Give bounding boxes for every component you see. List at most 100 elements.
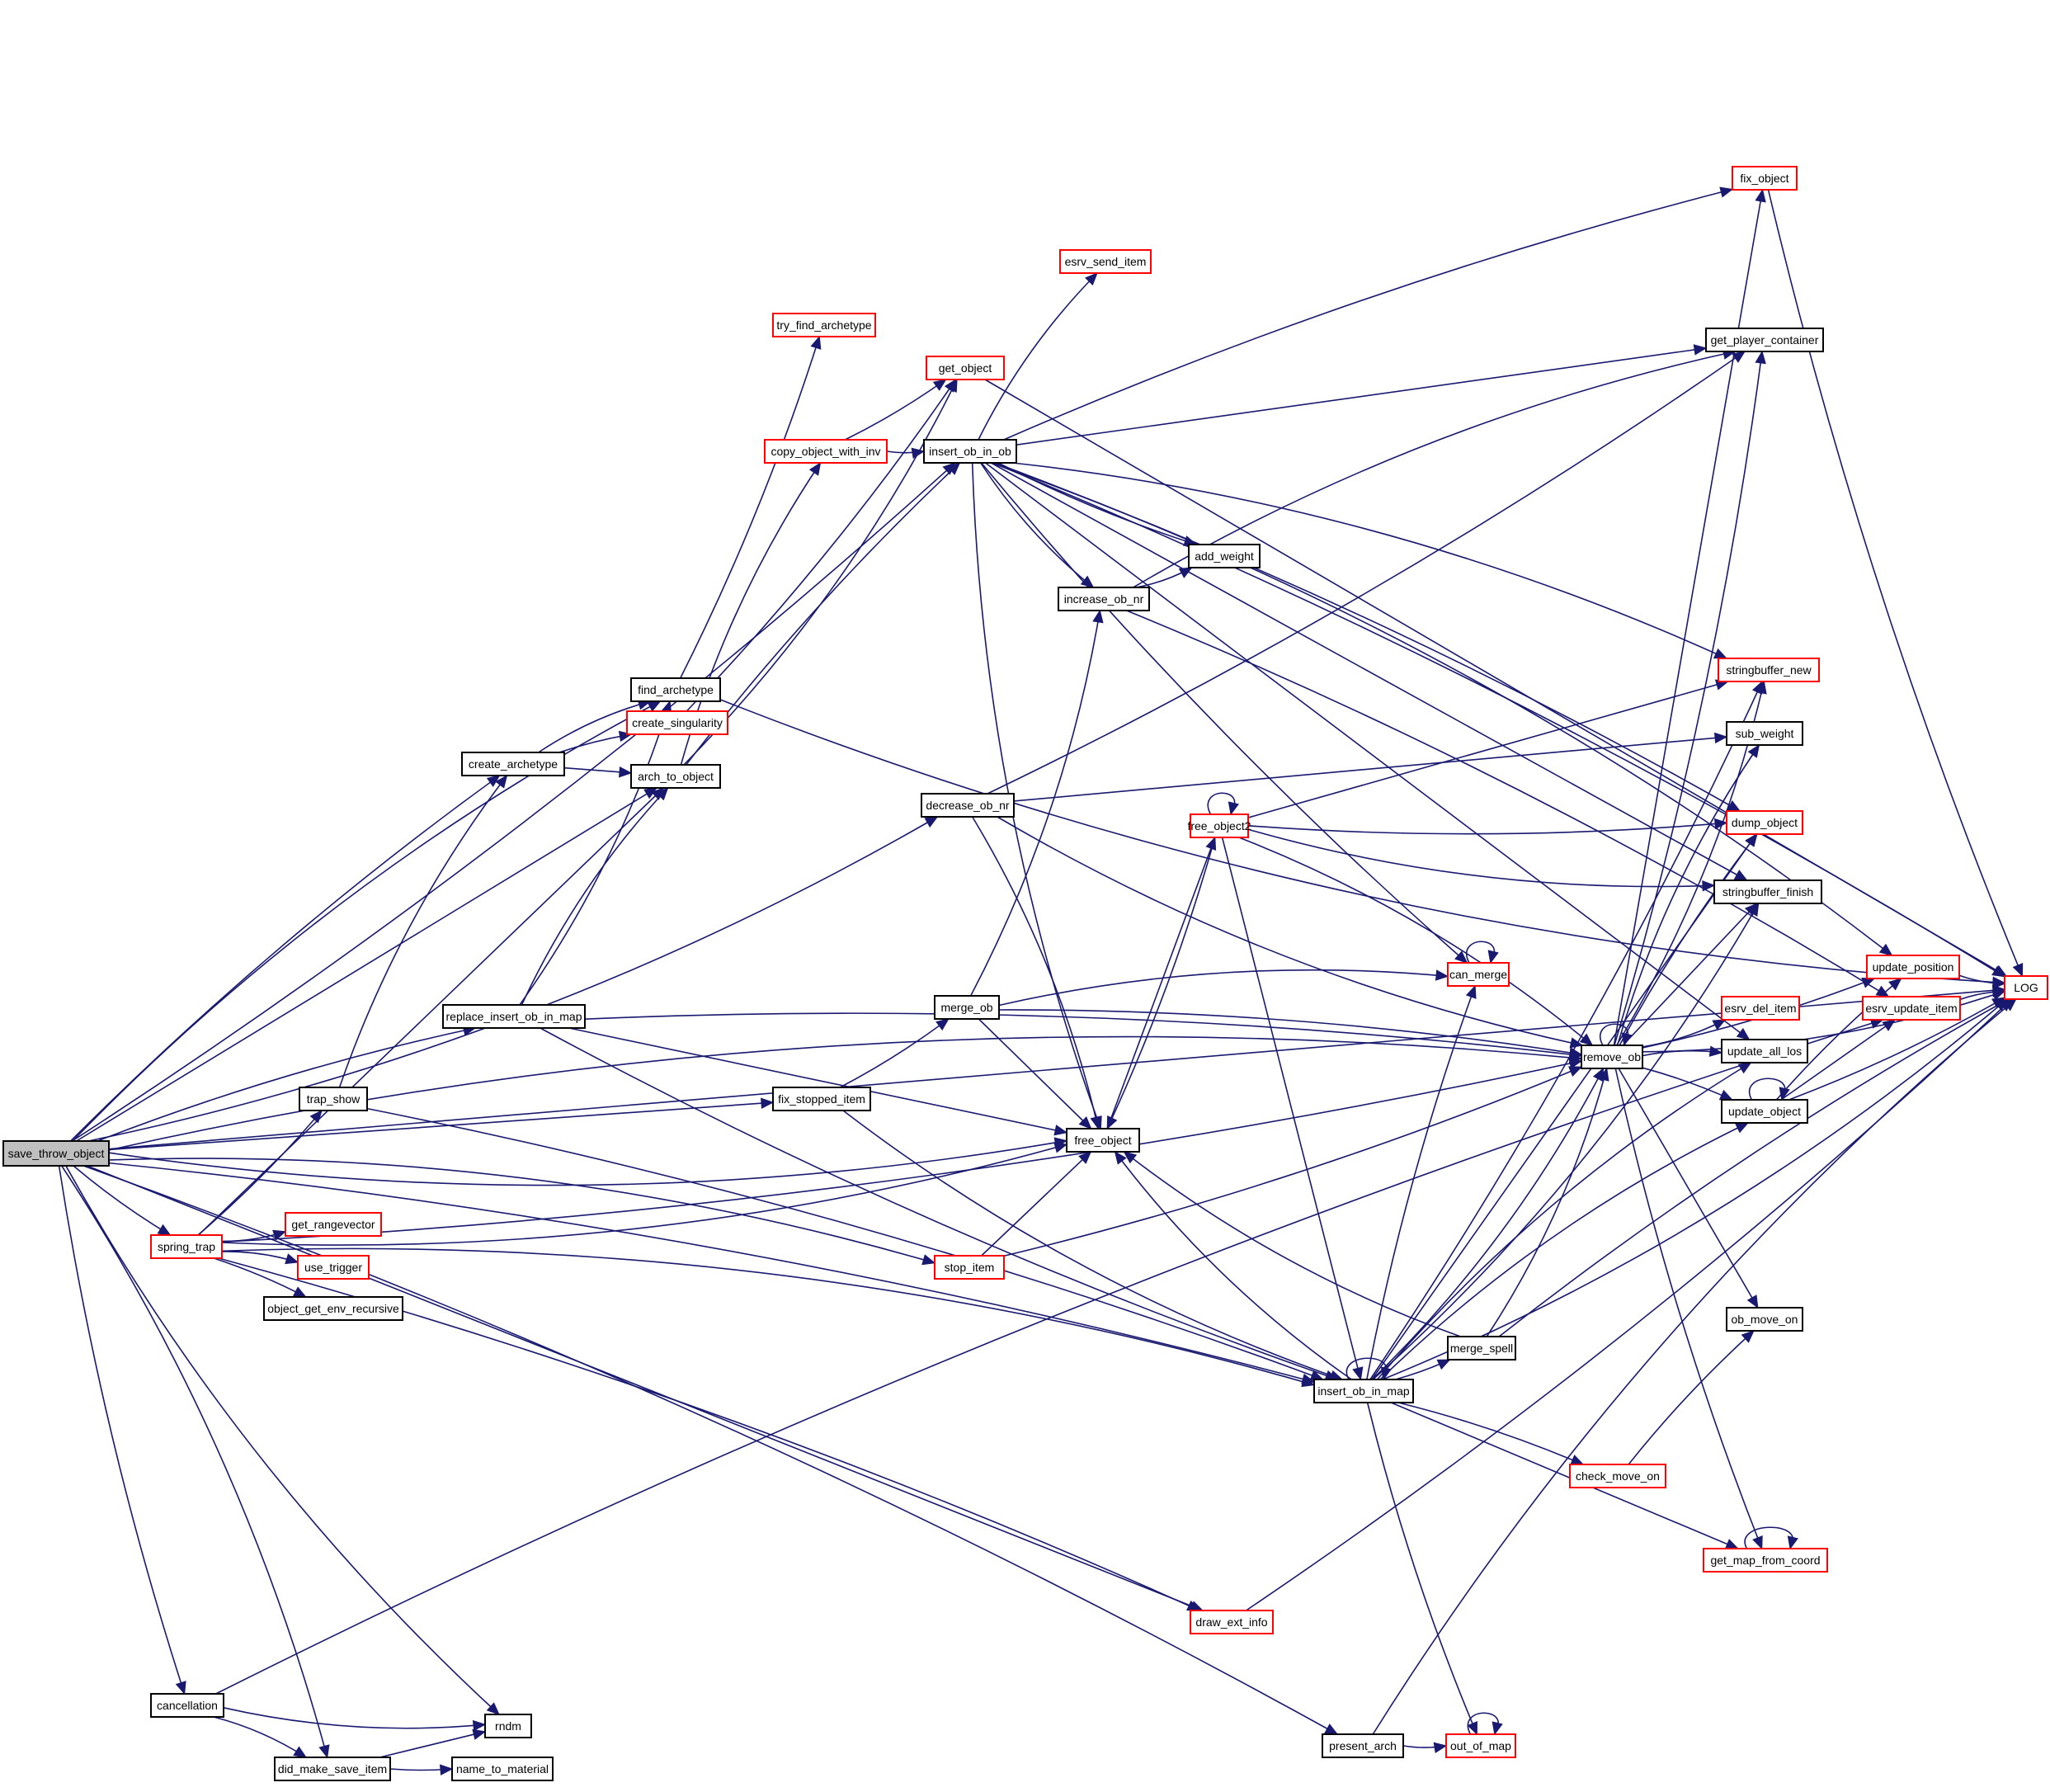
node-box[interactable]: [1866, 955, 1960, 979]
node-box[interactable]: [1066, 1128, 1140, 1153]
node-box[interactable]: [263, 1296, 403, 1321]
node-box[interactable]: [1190, 813, 1249, 838]
node-fix_stopped_item[interactable]: fix_stopped_item: [772, 1087, 871, 1111]
node-free_object2[interactable]: free_object2: [1187, 813, 1251, 838]
node-remove_ob[interactable]: remove_ob: [1581, 1045, 1643, 1069]
node-save_throw_object[interactable]: save_throw_object: [2, 1140, 110, 1167]
node-box[interactable]: [1713, 879, 1822, 904]
node-box[interactable]: [442, 1004, 586, 1029]
node-box[interactable]: [150, 1234, 223, 1259]
node-update_position[interactable]: update_position: [1866, 955, 1960, 979]
node-sub_weight[interactable]: sub_weight: [1726, 721, 1803, 746]
node-box[interactable]: [484, 1714, 532, 1738]
node-box[interactable]: [1188, 544, 1261, 568]
node-trap_show[interactable]: trap_show: [299, 1087, 368, 1111]
node-esrv_send_item[interactable]: esrv_send_item: [1059, 249, 1152, 274]
node-object_get_env_recursive[interactable]: object_get_env_recursive: [263, 1296, 403, 1321]
node-box[interactable]: [772, 313, 876, 337]
node-use_trigger[interactable]: use_trigger: [297, 1255, 370, 1280]
node-spring_trap[interactable]: spring_trap: [150, 1234, 223, 1259]
node-arch_to_object[interactable]: arch_to_object: [630, 764, 721, 789]
node-box[interactable]: [1190, 1610, 1274, 1634]
node-box[interactable]: [451, 1757, 554, 1781]
node-merge_ob[interactable]: merge_ob: [934, 995, 1000, 1020]
node-box[interactable]: [2004, 975, 2048, 1000]
node-box[interactable]: [1322, 1733, 1404, 1758]
node-box[interactable]: [630, 764, 721, 789]
node-decrease_ob_nr[interactable]: decrease_ob_nr: [921, 793, 1015, 818]
node-box[interactable]: [923, 439, 1017, 464]
node-draw_ext_info[interactable]: draw_ext_info: [1190, 1610, 1274, 1634]
node-esrv_del_item[interactable]: esrv_del_item: [1721, 996, 1800, 1021]
node-box[interactable]: [461, 752, 565, 776]
node-box[interactable]: [285, 1212, 382, 1237]
node-box[interactable]: [2, 1140, 110, 1167]
node-box[interactable]: [297, 1255, 370, 1280]
node-box[interactable]: [1721, 996, 1800, 1021]
node-update_object[interactable]: update_object: [1721, 1099, 1808, 1124]
node-stringbuffer_finish[interactable]: stringbuffer_finish: [1713, 879, 1822, 904]
node-box[interactable]: [1721, 1099, 1808, 1124]
node-free_object[interactable]: free_object: [1066, 1128, 1140, 1153]
node-cancellation[interactable]: cancellation: [150, 1693, 224, 1718]
node-box[interactable]: [1059, 249, 1152, 274]
node-box[interactable]: [1718, 658, 1820, 682]
node-merge_spell[interactable]: merge_spell: [1447, 1336, 1516, 1361]
node-LOG[interactable]: LOG: [2004, 975, 2048, 1000]
node-try_find_archetype[interactable]: try_find_archetype: [772, 313, 876, 337]
node-check_move_on[interactable]: check_move_on: [1569, 1464, 1666, 1488]
node-box[interactable]: [934, 1255, 1005, 1280]
node-box[interactable]: [1581, 1045, 1643, 1069]
node-box[interactable]: [1721, 1039, 1808, 1063]
node-name_to_material[interactable]: name_to_material: [451, 1757, 554, 1781]
node-ob_move_on[interactable]: ob_move_on: [1726, 1307, 1803, 1332]
node-box[interactable]: [626, 710, 728, 735]
node-box[interactable]: [1058, 587, 1150, 611]
node-create_archetype[interactable]: create_archetype: [461, 752, 565, 776]
node-box[interactable]: [1445, 1733, 1516, 1758]
node-box[interactable]: [1732, 166, 1798, 191]
node-out_of_map[interactable]: out_of_map: [1445, 1733, 1516, 1758]
node-insert_ob_in_map[interactable]: insert_ob_in_map: [1313, 1379, 1414, 1403]
node-box[interactable]: [1703, 1548, 1828, 1573]
node-box[interactable]: [1705, 328, 1824, 352]
node-box[interactable]: [1726, 810, 1803, 835]
node-create_singularity[interactable]: create_singularity: [626, 710, 728, 735]
node-box[interactable]: [1447, 1336, 1516, 1361]
node-box[interactable]: [772, 1087, 871, 1111]
node-box[interactable]: [299, 1087, 368, 1111]
node-get_object[interactable]: get_object: [926, 356, 1005, 380]
node-box[interactable]: [1726, 721, 1803, 746]
node-insert_ob_in_ob[interactable]: insert_ob_in_ob: [923, 439, 1017, 464]
node-add_weight[interactable]: add_weight: [1188, 544, 1261, 568]
node-get_rangevector[interactable]: get_rangevector: [285, 1212, 382, 1237]
node-get_player_container[interactable]: get_player_container: [1705, 328, 1824, 352]
node-box[interactable]: [926, 356, 1005, 380]
node-box[interactable]: [1726, 1307, 1803, 1332]
node-box[interactable]: [934, 995, 1000, 1020]
node-box[interactable]: [1447, 962, 1510, 987]
node-did_make_save_item[interactable]: did_make_save_item: [274, 1757, 391, 1781]
node-dump_object[interactable]: dump_object: [1726, 810, 1803, 835]
node-box[interactable]: [1569, 1464, 1666, 1488]
node-box[interactable]: [274, 1757, 391, 1781]
node-can_merge[interactable]: can_merge: [1447, 962, 1510, 987]
node-present_arch[interactable]: present_arch: [1322, 1733, 1404, 1758]
node-get_map_from_coord[interactable]: get_map_from_coord: [1703, 1548, 1828, 1573]
node-increase_ob_nr[interactable]: increase_ob_nr: [1058, 587, 1150, 611]
node-box[interactable]: [921, 793, 1015, 818]
node-stringbuffer_new[interactable]: stringbuffer_new: [1718, 658, 1820, 682]
node-fix_object[interactable]: fix_object: [1732, 166, 1798, 191]
node-box[interactable]: [630, 677, 721, 702]
node-copy_object_with_inv[interactable]: copy_object_with_inv: [764, 439, 888, 464]
node-find_archetype[interactable]: find_archetype: [630, 677, 721, 702]
node-stop_item[interactable]: stop_item: [934, 1255, 1005, 1280]
node-replace_insert_ob_in_map[interactable]: replace_insert_ob_in_map: [442, 1004, 586, 1029]
node-box[interactable]: [1313, 1379, 1414, 1403]
node-esrv_update_item[interactable]: esrv_update_item: [1862, 996, 1961, 1021]
node-box[interactable]: [150, 1693, 224, 1718]
node-rndm[interactable]: rndm: [484, 1714, 532, 1738]
node-update_all_los[interactable]: update_all_los: [1721, 1039, 1808, 1063]
node-box[interactable]: [1862, 996, 1961, 1021]
node-box[interactable]: [764, 439, 888, 464]
